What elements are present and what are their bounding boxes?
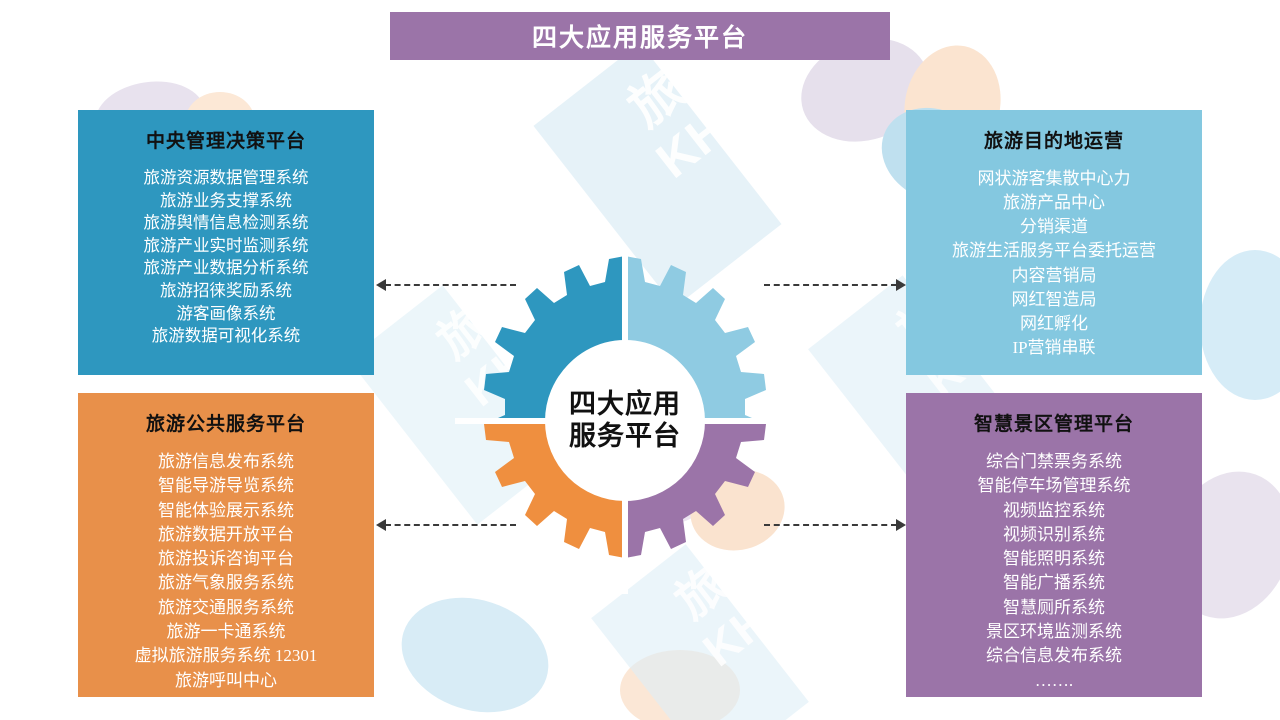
panel-item[interactable]: 视频监控系统: [1003, 500, 1105, 520]
panel-item[interactable]: 旅游产业数据分析系统: [143, 258, 309, 278]
connector-arrow-bottom-right: [764, 518, 906, 532]
panel-smart-scenic-management[interactable]: 智慧景区管理平台 综合门禁票务系统智能停车场管理系统视频监控系统视频识别系统智能…: [906, 393, 1202, 697]
watermark-cn-char2: KH: [693, 592, 780, 677]
panel-item[interactable]: 旅游数据可视化系统: [151, 326, 301, 346]
panel-item[interactable]: IP营销串联: [1012, 337, 1096, 357]
panel-item-list: 旅游信息发布系统智能导游导览系统智能体验展示系统旅游数据开放平台旅游投诉咨询平台…: [78, 450, 374, 693]
panel-item-list: 网状游客集散中心力旅游产品中心分销渠道旅游生活服务平台委托运营内容营销局网红智造…: [906, 167, 1202, 360]
panel-item[interactable]: 旅游招徕奖励系统: [160, 280, 292, 300]
dashed-line: [385, 284, 516, 286]
arrowhead-left-icon: [376, 279, 386, 291]
panel-item[interactable]: 网红孵化: [1020, 313, 1088, 333]
connector-arrow-bottom-left: [376, 518, 516, 532]
dashed-line: [385, 524, 516, 526]
panel-item[interactable]: 旅游生活服务平台委托运营: [952, 241, 1156, 261]
arrowhead-left-icon: [376, 519, 386, 531]
arrowhead-right-icon: [896, 519, 906, 531]
panel-item[interactable]: 虚拟旅游服务系统 12301: [134, 646, 318, 666]
blob-blue-right: [1200, 250, 1280, 400]
panel-item[interactable]: 旅游交通服务系统: [158, 597, 294, 617]
page-title: 四大应用服务平台: [390, 12, 890, 60]
panel-title: 智慧景区管理平台: [973, 414, 1134, 435]
panel-central-management[interactable]: 中央管理决策平台 旅游资源数据管理系统旅游业务支撑系统旅游舆情信息检测系统旅游产…: [78, 110, 374, 375]
panel-item[interactable]: 旅游气象服务系统: [158, 573, 294, 593]
panel-item[interactable]: 智能导游导览系统: [158, 476, 294, 496]
page-title-text: 四大应用服务平台: [531, 24, 748, 52]
panel-item[interactable]: 旅游一卡通系统: [166, 622, 286, 642]
central-gear-diagram: 四大应用 服务平台: [455, 248, 795, 594]
panel-item[interactable]: 旅游舆情信息检测系统: [143, 213, 309, 233]
panel-title: 旅游公共服务平台: [145, 414, 306, 435]
panel-item[interactable]: 分销渠道: [1020, 217, 1088, 237]
panel-destination-operation[interactable]: 旅游目的地运营 网状游客集散中心力旅游产品中心分销渠道旅游生活服务平台委托运营内…: [906, 110, 1202, 375]
blob-blue-bottomleft: [386, 579, 564, 720]
connector-arrow-top-right: [764, 278, 906, 292]
panel-item[interactable]: 景区环境监测系统: [986, 622, 1122, 642]
watermark-cn-char2: KH: [645, 98, 739, 189]
dashed-line: [764, 524, 897, 526]
panel-item[interactable]: 网状游客集散中心力: [977, 169, 1131, 188]
panel-public-service[interactable]: 旅游公共服务平台 旅游信息发布系统智能导游导览系统智能体验展示系统旅游数据开放平…: [78, 393, 374, 697]
panel-item[interactable]: 旅游呼叫中心: [175, 670, 277, 690]
panel-item[interactable]: 内容营销局: [1011, 265, 1097, 285]
arrowhead-right-icon: [896, 279, 906, 291]
panel-item[interactable]: 旅游业务支撑系统: [160, 190, 292, 210]
panel-item[interactable]: 综合信息发布系统: [986, 646, 1122, 666]
panel-item[interactable]: 智慧厕所系统: [1003, 597, 1105, 617]
panel-item[interactable]: 游客画像系统: [176, 303, 276, 323]
panel-item-list: 旅游资源数据管理系统旅游业务支撑系统旅游舆情信息检测系统旅游产业实时监测系统旅游…: [78, 167, 374, 348]
panel-title: 旅游目的地运营: [983, 131, 1124, 152]
panel-item[interactable]: 智能停车场管理系统: [977, 476, 1131, 496]
panel-item[interactable]: 旅游数据开放平台: [158, 524, 294, 544]
panel-title: 中央管理决策平台: [145, 131, 306, 152]
blob-peach-bottom: [620, 650, 740, 720]
panel-item[interactable]: 智能广播系统: [1003, 573, 1105, 593]
panel-item[interactable]: 智能体验展示系统: [158, 500, 294, 520]
gear-hub: [545, 341, 705, 501]
watermark-cn-char: 旅: [618, 59, 696, 139]
panel-item[interactable]: 旅游产品中心: [1003, 193, 1105, 213]
panel-item[interactable]: 网红智造局: [1011, 289, 1097, 309]
connector-arrow-top-left: [376, 278, 516, 292]
panel-item-list: 综合门禁票务系统智能停车场管理系统视频监控系统视频识别系统智能照明系统智能广播系…: [906, 450, 1202, 693]
panel-item[interactable]: 视频识别系统: [1003, 524, 1105, 544]
panel-item[interactable]: 旅游信息发布系统: [158, 452, 294, 471]
panel-item[interactable]: 旅游投诉咨询平台: [158, 549, 294, 569]
panel-item[interactable]: 综合门禁票务系统: [986, 452, 1122, 471]
gear-svg: [455, 248, 795, 594]
panel-item[interactable]: …….: [1034, 670, 1074, 690]
panel-item[interactable]: 旅游资源数据管理系统: [143, 168, 309, 187]
panel-item[interactable]: 智能照明系统: [1003, 549, 1105, 569]
panel-item[interactable]: 旅游产业实时监测系统: [143, 235, 309, 255]
dashed-line: [764, 284, 897, 286]
